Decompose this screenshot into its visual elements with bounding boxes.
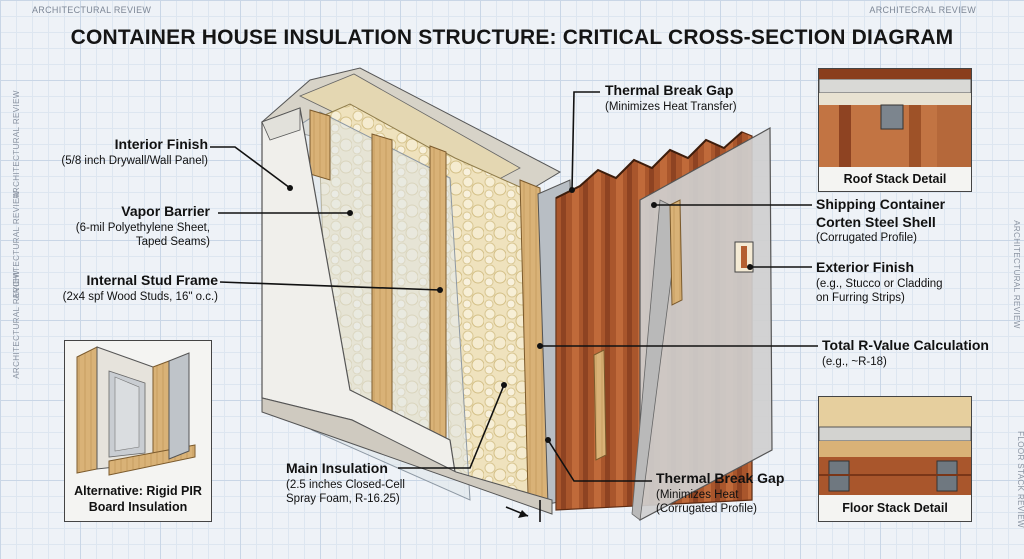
inset-floor-stack-caption: Floor Stack Detail [842,501,948,515]
inset-rigid-pir-caption: Alternative: Rigid PIR Board Insulation [65,484,211,515]
label-steel-shell-title-1: Shipping Container [816,196,946,212]
inset-rigid-pir-caption-2: Board Insulation [88,499,188,514]
inset-roof-stack-caption: Roof Stack Detail [843,172,947,186]
label-steel-shell: Shipping Container Corten Steel Shell (C… [816,196,986,245]
label-r-value-title: Total R-Value Calculation [822,337,989,353]
label-vapor-barrier: Vapor Barrier (6-mil Polyethylene Sheet,… [20,203,210,249]
label-thermal-break-bottom-detail-1: (Minimizes Heat [656,488,739,501]
roof-stack-illustration [819,69,971,167]
label-exterior-finish: Exterior Finish (e.g., Stucco or Claddin… [816,259,986,305]
label-exterior-finish-detail-1: (e.g., Stucco or Cladding [816,277,943,290]
label-main-insulation-title: Main Insulation [286,460,388,476]
label-main-insulation-detail-2: Spray Foam, R-16.25) [286,492,400,505]
label-exterior-finish-detail-2: on Furring Strips) [816,291,905,304]
label-vapor-barrier-detail-2: Taped Seams) [135,235,210,248]
label-stud-frame-title: Internal Stud Frame [86,272,218,288]
label-vapor-barrier-title: Vapor Barrier [121,203,210,219]
inset-roof-stack-caption-wrap: Roof Stack Detail [819,172,971,188]
label-thermal-break-bottom: Thermal Break Gap (Minimizes Heat (Corru… [656,470,826,516]
label-vapor-barrier-detail-1: (6-mil Polyethylene Sheet, [75,221,210,234]
label-thermal-break-top-detail: (Minimizes Heat Transfer) [605,100,737,113]
label-main-insulation-detail-1: (2.5 inches Closed-Cell [286,478,405,491]
inset-floor-stack: Floor Stack Detail [818,396,972,522]
label-thermal-break-bottom-detail-2: (Corrugated Profile) [656,502,757,515]
label-thermal-break-top: Thermal Break Gap (Minimizes Heat Transf… [605,82,795,114]
label-thermal-break-bottom-title: Thermal Break Gap [656,470,785,486]
label-exterior-finish-title: Exterior Finish [816,259,915,275]
label-interior-finish: Interior Finish (5/8 inch Drywall/Wall P… [20,136,208,168]
inset-rigid-pir: Alternative: Rigid PIR Board Insulation [64,340,212,522]
inset-roof-stack: Roof Stack Detail [818,68,972,192]
label-steel-shell-detail: (Corrugated Profile) [816,232,917,244]
label-stud-frame: Internal Stud Frame (2x4 spf Wood Studs,… [20,272,218,304]
rigid-pir-illustration [76,346,196,476]
label-interior-finish-title: Interior Finish [114,136,208,152]
inset-rigid-pir-caption-1: Alternative: Rigid PIR [74,484,202,498]
label-steel-shell-title-2: Corten Steel Shell [816,213,936,230]
label-main-insulation: Main Insulation (2.5 inches Closed-Cell … [270,460,460,506]
page-title: CONTAINER HOUSE INSULATION STRUCTURE: CR… [70,26,954,49]
label-stud-frame-detail: (2x4 spf Wood Studs, 16" o.c.) [62,290,218,303]
label-r-value-detail: (e.g., ~R-18) [822,355,887,368]
label-interior-finish-detail: (5/8 inch Drywall/Wall Panel) [61,154,208,167]
label-r-value: Total R-Value Calculation (e.g., ~R-18) [822,337,1002,369]
header-tag-left: ARCHITECTURAL REVIEW [32,5,152,15]
label-thermal-break-top-title: Thermal Break Gap [605,82,734,98]
inset-floor-stack-caption-wrap: Floor Stack Detail [819,501,971,517]
floor-stack-illustration [819,397,971,495]
header-tag-right: ARCHITECRAL REVIEW [869,5,976,15]
